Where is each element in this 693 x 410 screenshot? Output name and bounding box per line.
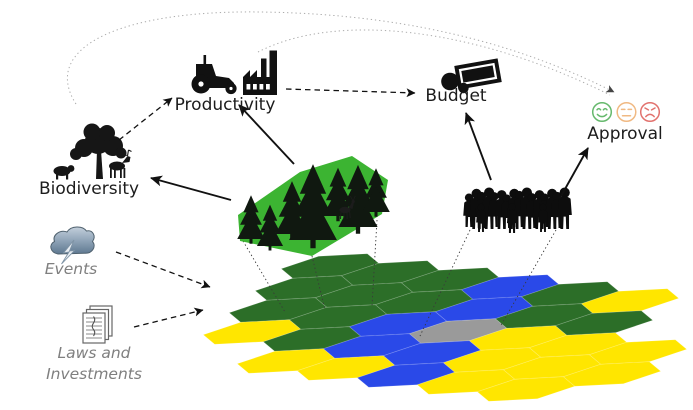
map-hex-field bbox=[476, 376, 576, 402]
edge-biodiversity-to-productivity bbox=[118, 97, 173, 141]
angry-face-icon bbox=[639, 101, 661, 123]
edge-productivity-to-approval bbox=[257, 29, 611, 96]
approval-label: Approval bbox=[587, 124, 663, 144]
productivity-icons bbox=[191, 50, 277, 95]
edge-biodiversity-to-approval bbox=[66, 11, 615, 105]
people-crowd-icon bbox=[463, 187, 572, 233]
edge-events-to-land-map bbox=[115, 251, 211, 289]
edge-forest-patch-to-productivity bbox=[238, 104, 295, 165]
callout-lines bbox=[242, 219, 557, 337]
banknote-icon bbox=[454, 58, 502, 90]
budget-icons bbox=[441, 58, 502, 94]
storm-cloud-icon bbox=[50, 226, 95, 265]
diagram-edges bbox=[66, 11, 615, 328]
callout-line-crowd-right bbox=[499, 229, 557, 328]
budget-label: Budget bbox=[425, 86, 487, 106]
moose-icon bbox=[109, 149, 132, 178]
edge-forest-patch-to-biodiversity bbox=[150, 175, 232, 201]
edge-crowd-to-budget bbox=[464, 112, 492, 181]
tree-icon bbox=[70, 123, 127, 179]
laws-label-line1: Laws and bbox=[57, 344, 131, 362]
coins-icon bbox=[441, 72, 469, 94]
deer-icon bbox=[339, 195, 356, 220]
edge-crowd-to-approval bbox=[559, 147, 589, 199]
factory-icon bbox=[243, 50, 277, 95]
biodiversity-icons bbox=[53, 123, 132, 180]
hex-land-map bbox=[202, 253, 688, 402]
callout-line-forest-mid bbox=[311, 255, 326, 311]
documents-icon bbox=[82, 305, 113, 344]
boar-icon bbox=[53, 165, 75, 180]
events-label: Events bbox=[44, 260, 98, 278]
laws-label-line2: Investments bbox=[46, 365, 142, 383]
tractor-icon bbox=[191, 55, 237, 95]
neutral-face-icon bbox=[616, 101, 637, 123]
biodiversity-label: Biodiversity bbox=[38, 179, 140, 199]
forest-patch bbox=[237, 156, 390, 256]
edge-laws-to-land-map bbox=[133, 307, 204, 328]
callout-line-forest-left bbox=[242, 240, 286, 313]
edge-productivity-to-budget bbox=[285, 88, 416, 98]
productivity-label: Productivity bbox=[174, 95, 276, 115]
happy-face-icon bbox=[591, 101, 613, 123]
approval-icons bbox=[591, 101, 661, 123]
